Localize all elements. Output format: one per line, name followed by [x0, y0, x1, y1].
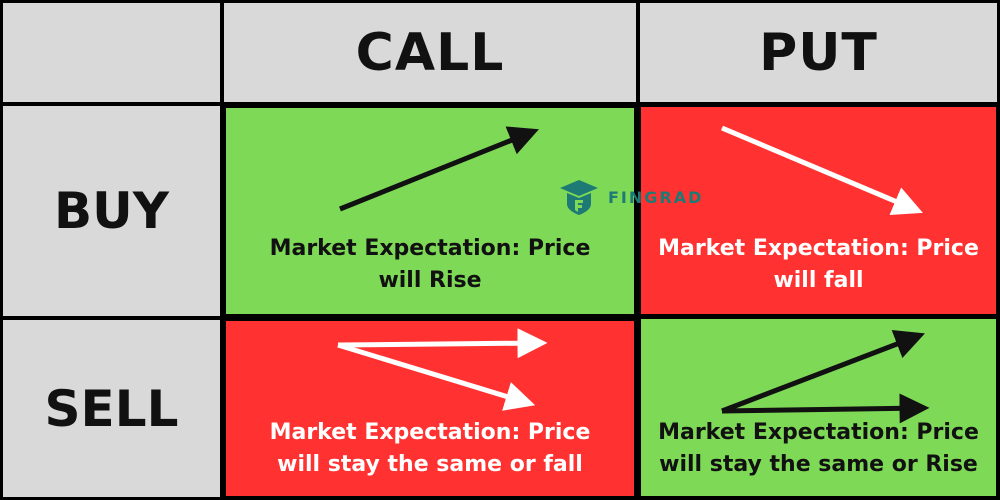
cell-buy-call-text: Market Expectation: Price will Rise	[226, 233, 634, 297]
cell-sell-call-line2: will stay the same or fall	[277, 452, 583, 477]
cell-buy-call: Market Expectation: Price will Rise	[226, 108, 634, 314]
cell-sell-call-text: Market Expectation: Price will stay the …	[226, 417, 634, 481]
sell-call-flat-arrow	[337, 328, 548, 359]
fingrad-shield-icon	[560, 180, 598, 215]
cell-sell-put-text: Market Expectation: Price will stay the …	[641, 417, 996, 481]
row-header-buy-label: BUY	[54, 182, 169, 240]
corner-cell	[3, 3, 220, 102]
column-header-put: PUT	[640, 3, 997, 102]
column-header-call: CALL	[224, 3, 636, 102]
buy-call-rise-arrow	[339, 126, 539, 212]
cell-buy-put-line2: will fall	[773, 268, 864, 293]
cell-sell-put-line2: will stay the same or Rise	[659, 452, 978, 477]
cell-sell-call: Market Expectation: Price will stay the …	[226, 321, 634, 496]
row-header-sell: SELL	[3, 320, 220, 497]
cell-buy-call-line1: Market Expectation: Price	[269, 236, 591, 261]
row-header-buy: BUY	[3, 106, 220, 316]
column-header-put-label: PUT	[759, 22, 878, 83]
sell-call-fall-arrow	[337, 342, 536, 411]
cell-buy-call-line2: will Rise	[378, 268, 482, 293]
cell-buy-put: Market Expectation: Price will fall	[641, 107, 996, 314]
cell-sell-call-line1: Market Expectation: Price	[269, 420, 591, 445]
cell-buy-put-line1: Market Expectation: Price	[658, 236, 979, 261]
buy-put-fall-arrow	[721, 125, 923, 216]
sell-put-flat-arrow	[721, 393, 930, 424]
cell-sell-put-line1: Market Expectation: Price	[658, 420, 979, 445]
fingrad-logo: FINGRAD	[556, 176, 703, 218]
column-header-call-label: CALL	[355, 22, 505, 83]
sell-put-rise-arrow	[721, 330, 926, 414]
row-header-sell-label: SELL	[44, 379, 179, 438]
fingrad-logo-text: FINGRAD	[608, 187, 704, 207]
cell-buy-put-text: Market Expectation: Price will fall	[641, 233, 996, 297]
